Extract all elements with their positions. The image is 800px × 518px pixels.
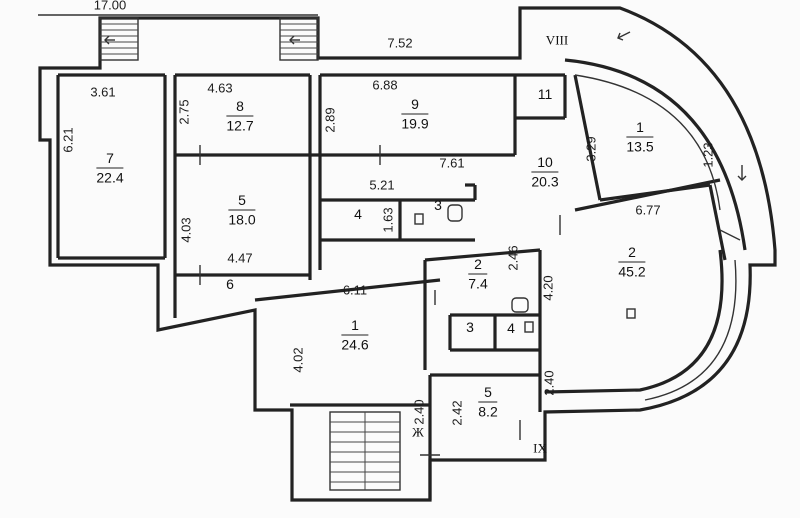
dimension-6-11: 6.11 — [342, 282, 368, 298]
dimension-4-20: 4.20 — [540, 275, 556, 301]
dimension-2-75: 2.75 — [176, 99, 192, 125]
dimension-6-21: 6.21 — [60, 127, 76, 153]
stair-lower-steps — [330, 412, 400, 490]
room-1-upper-area: 13.5 — [626, 136, 654, 155]
dimension-6-88: 6.88 — [372, 77, 398, 93]
marker-zh: Ж — [412, 424, 424, 440]
dimension-17-00: 17.00 — [93, 0, 127, 13]
room-1-lower-area: 24.6 — [341, 334, 369, 353]
marker-ix: IX — [533, 440, 547, 456]
dimension-2-42: 2.42 — [449, 400, 465, 426]
dimension-2-40-room: 2.40 — [541, 370, 557, 396]
dimension-6-77: 6.77 — [635, 202, 661, 218]
stair-right-steps — [280, 23, 318, 55]
room-1-upper-number: 1 — [636, 119, 644, 135]
dimension-3-29: 3.29 — [583, 136, 599, 162]
room-4-upper-number: 4 — [354, 206, 362, 222]
curved-window-lower — [644, 259, 737, 401]
room-2-small-area: 7.4 — [468, 273, 488, 292]
room-4-lower-number: 4 — [507, 320, 515, 336]
stair-right — [279, 17, 319, 61]
column-icon — [626, 308, 636, 319]
dimension-3-61: 3.61 — [90, 84, 116, 100]
toilet-lower-icon — [511, 297, 529, 313]
room-9-area: 19.9 — [401, 113, 429, 132]
room-5-lower-number: 5 — [484, 384, 492, 400]
room-3-lower-number: 3 — [466, 319, 474, 335]
dimension-2-46: 2.46 — [505, 245, 521, 271]
room-2-large-area: 45.2 — [618, 261, 646, 280]
dimension-7-61: 7.61 — [439, 155, 465, 171]
room-5-upper-area: 18.0 — [228, 209, 256, 228]
outer-wall — [38, 6, 777, 502]
room-7-area: 22.4 — [96, 167, 124, 186]
room-10-area: 20.3 — [531, 171, 559, 190]
room-11-number: 11 — [537, 86, 553, 102]
room-8-number: 8 — [236, 98, 244, 114]
room-6-number: 6 — [226, 276, 234, 292]
sink-lower-icon — [524, 321, 534, 333]
sink-upper-icon — [414, 213, 424, 225]
room-2-small-number: 2 — [474, 256, 482, 272]
room-10-number: 10 — [537, 154, 553, 170]
room-5-lower-area: 8.2 — [478, 401, 498, 420]
room-2-large-number: 2 — [628, 244, 636, 260]
dimension-4-63: 4.63 — [207, 80, 233, 96]
entry-arrows — [104, 31, 747, 181]
marker-viii: VIII — [545, 32, 569, 48]
curved-wall-lower — [544, 249, 724, 394]
stair-left — [99, 17, 139, 61]
interior-walls — [56, 73, 727, 500]
dimension-5-21: 5.21 — [369, 177, 395, 193]
curved-window-upper — [574, 74, 721, 211]
room-3-upper-number: 3 — [434, 197, 442, 213]
toilet-upper-icon — [447, 204, 463, 222]
curved-wall-upper — [564, 58, 747, 251]
dimension-4-47: 4.47 — [227, 250, 253, 266]
dimension-2-89: 2.89 — [322, 107, 338, 133]
room-8-area: 12.7 — [226, 115, 254, 134]
dimension-4-03: 4.03 — [178, 217, 194, 243]
room-9-number: 9 — [411, 96, 419, 112]
dimension-1-23: 1.23 — [700, 142, 716, 168]
room-7-number: 7 — [106, 150, 114, 166]
door-ticks — [199, 145, 741, 456]
room-5-upper-number: 5 — [238, 192, 246, 208]
dimension-1-63: 1.63 — [380, 207, 396, 233]
dimension-2-40-stair: 2.40 — [411, 399, 427, 425]
dimension-4-02: 4.02 — [290, 347, 306, 373]
room-1-lower-number: 1 — [351, 317, 359, 333]
dimension-7-52: 7.52 — [387, 35, 413, 51]
